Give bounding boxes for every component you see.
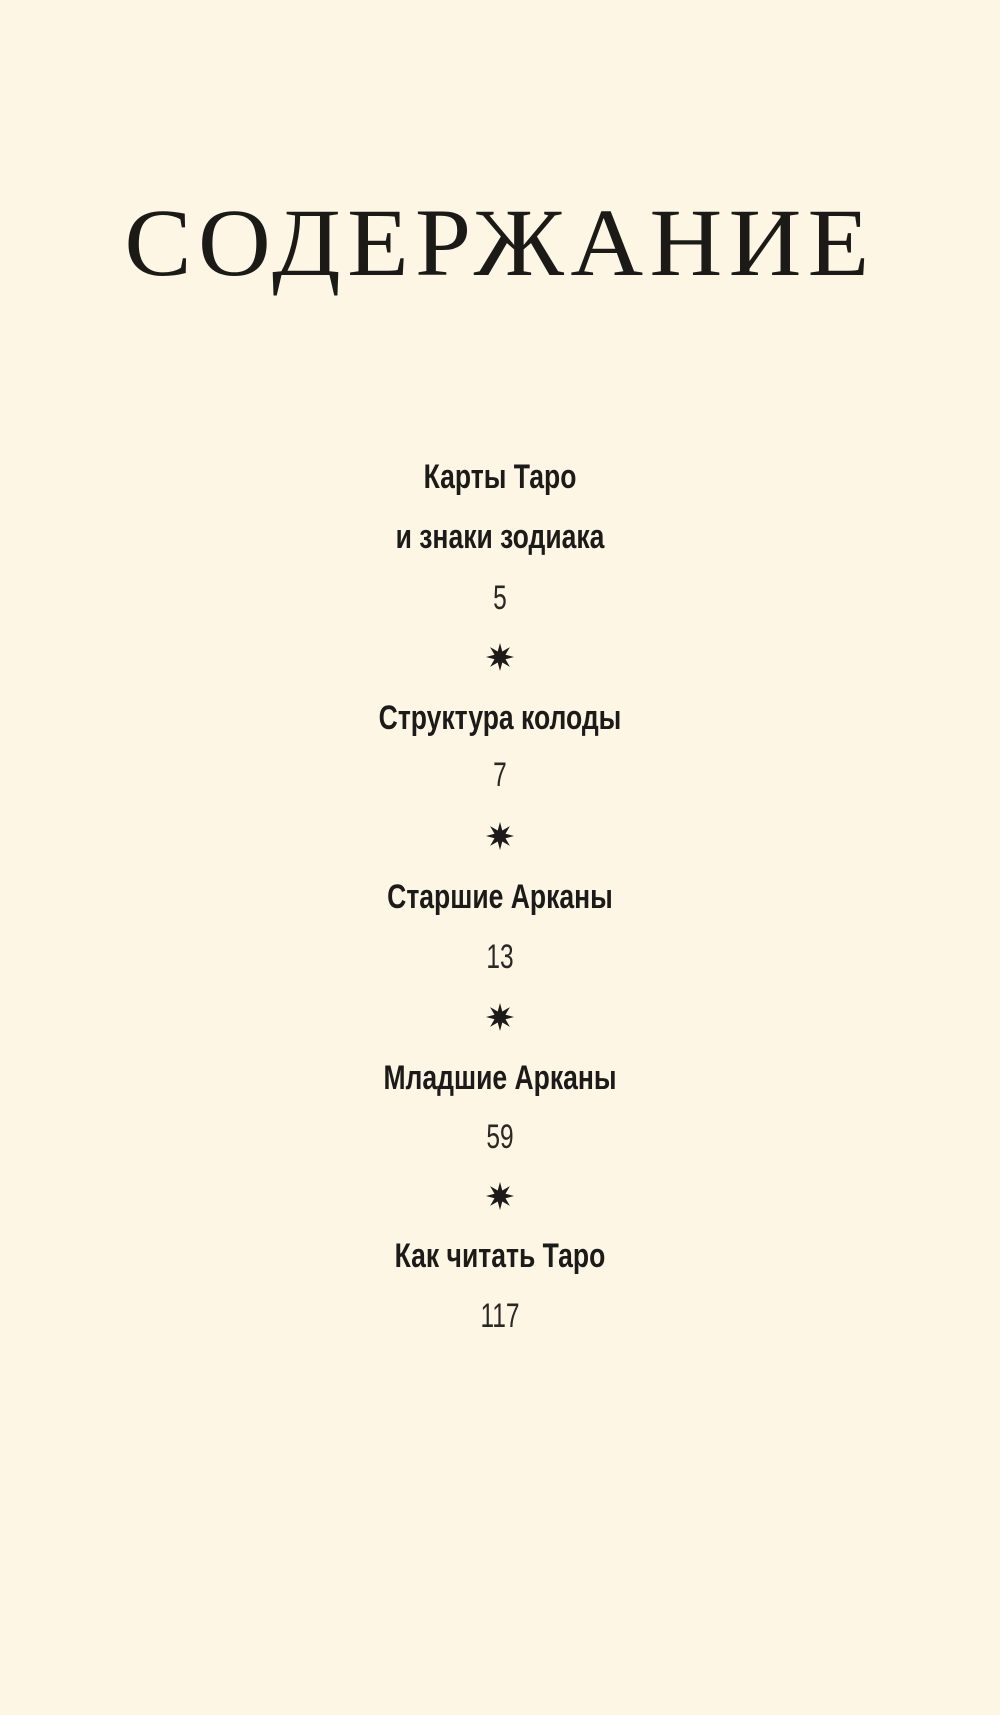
toc-entry-5-page-number[interactable]: 117 (480, 1297, 520, 1335)
toc-entry-5-title[interactable]: Как читать Таро (394, 1237, 606, 1275)
toc-entry-1-page-number[interactable]: 5 (493, 579, 507, 617)
star-divider-icon (485, 821, 515, 851)
toc-entry-3-page-number[interactable]: 13 (486, 938, 514, 976)
eight-pointed-star-icon (486, 1003, 514, 1031)
eight-pointed-star-icon (486, 822, 514, 850)
star-divider-icon (485, 1002, 515, 1032)
toc-entry-1-title-line-1[interactable]: Карты Таро (423, 458, 577, 496)
star-divider-icon (485, 642, 515, 672)
toc-entry-2-page-number[interactable]: 7 (493, 756, 507, 794)
eight-pointed-star-icon (486, 643, 514, 671)
star-divider-icon (485, 1181, 515, 1211)
toc-entry-3-title[interactable]: Старшие Арканы (387, 878, 613, 916)
toc-entry-2-title[interactable]: Структура колоды (378, 699, 622, 737)
toc-entry-4-page-number[interactable]: 59 (486, 1118, 514, 1156)
toc-entry-1-title-line-2[interactable]: и знаки зодиака (395, 518, 605, 556)
page-title: СОДЕРЖАНИЕ (124, 189, 876, 296)
eight-pointed-star-icon (486, 1182, 514, 1210)
toc-entry-4-title[interactable]: Младшие Арканы (383, 1059, 617, 1097)
